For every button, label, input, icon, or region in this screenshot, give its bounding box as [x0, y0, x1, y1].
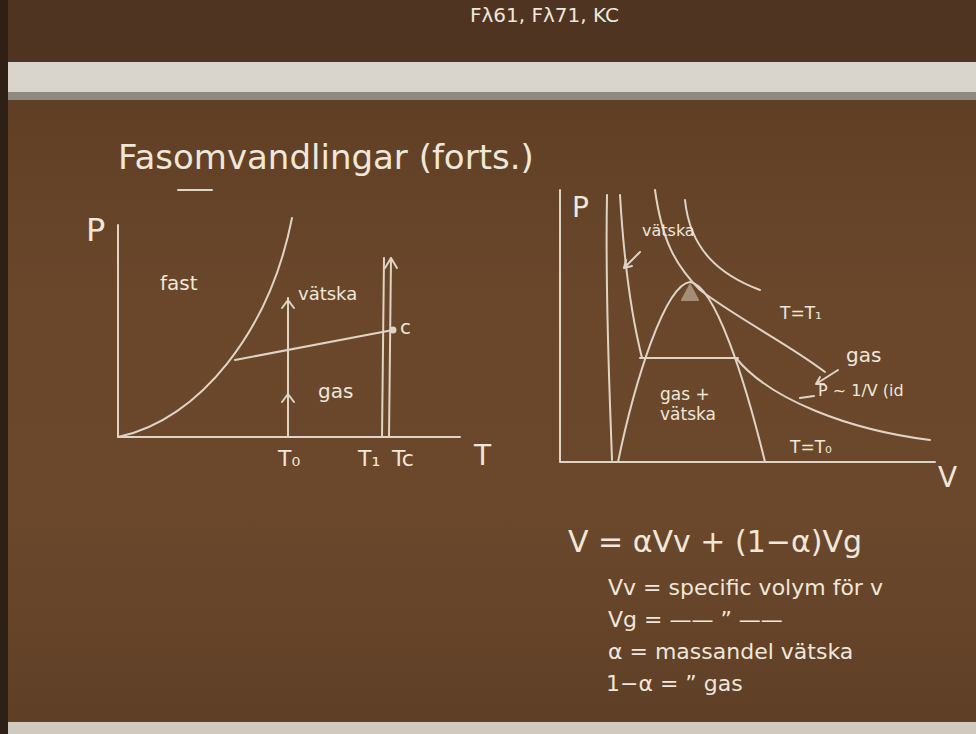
- leader-arrow: [624, 252, 640, 268]
- isotherm-label: T=T₀: [790, 438, 832, 458]
- axis-label: T: [474, 440, 491, 472]
- course-codes: Fλ61, Fλ71, KC: [470, 4, 619, 27]
- phase-label: fast: [160, 272, 198, 295]
- upper-board: [0, 0, 976, 62]
- definition: α = massandel vätska: [608, 639, 853, 664]
- definition: Vg = —— ” ——: [608, 607, 783, 632]
- pt-axes: [118, 225, 460, 437]
- board-edge: [0, 0, 8, 734]
- pv-axes: [560, 190, 935, 462]
- isotherm-t1: [655, 190, 825, 372]
- isotherm-t0: [620, 195, 930, 440]
- temperature-label: Tc: [392, 446, 414, 471]
- phase-label: gas: [846, 344, 881, 367]
- isotherm-high: [685, 200, 760, 290]
- temperature-label: T₁: [358, 446, 380, 471]
- phase-label: gas: [318, 380, 353, 403]
- bottom-rail: [0, 722, 976, 734]
- solid-boundary-curve: [118, 218, 292, 437]
- leader-dash: [800, 396, 814, 398]
- temperature-label: T₀: [278, 446, 300, 471]
- axis-label: P: [572, 192, 589, 224]
- phase-label: vätska: [298, 284, 357, 305]
- axis-label: V: [938, 462, 957, 494]
- arrow-head: [385, 258, 397, 268]
- isotherm-t1-path: [382, 258, 384, 437]
- arrow-head: [282, 300, 294, 308]
- critical-point-label: c: [400, 316, 411, 339]
- rail-shadow: [0, 92, 976, 100]
- isotherm-label: T=T₁: [780, 304, 822, 324]
- isotherm-tc-path: [389, 258, 391, 437]
- coexistence-dome: [618, 282, 765, 462]
- liquid-curve: [607, 195, 612, 460]
- isotherm-t0-path: [287, 298, 289, 437]
- underline-stroke: [178, 189, 212, 191]
- board-title: Fasomvandlingar (forts.): [118, 138, 534, 177]
- region-label: gas + vätska: [660, 385, 740, 424]
- critical-point: [391, 328, 396, 333]
- formula: V = αVv + (1−α)Vg: [568, 525, 862, 560]
- vapor-pressure-line: [235, 330, 393, 360]
- dome-top-shading: [682, 285, 698, 300]
- arrow-head: [282, 394, 294, 402]
- definition: Vv = specific volym för v: [608, 575, 883, 600]
- ideal-gas-note: P ~ 1/V (id: [818, 382, 904, 400]
- definition: 1−α = ” gas: [606, 671, 743, 696]
- phase-label: vätska: [642, 222, 695, 240]
- axis-label: P: [86, 212, 105, 249]
